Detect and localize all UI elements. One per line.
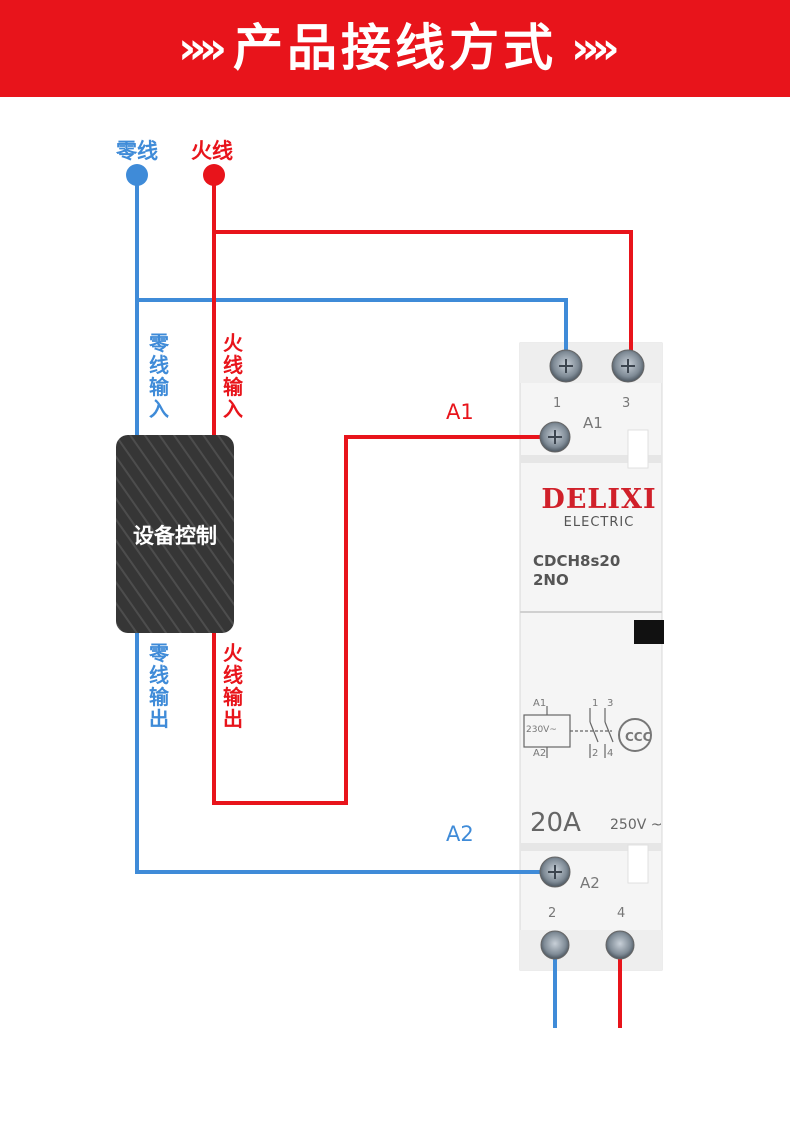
banner-title: »»产品接线方式»» [0,0,790,97]
contact-schematic: CCC [523,706,652,758]
schematic-2: 2 [592,748,599,759]
chevron-right-icon: »» [178,23,227,74]
banner-title-text: 产品接线方式 [233,19,557,77]
current-rating: 20A [530,808,581,838]
terminal-a2-label: A2 [580,874,600,892]
a1-wire-label: A1 [446,400,474,424]
terminal-4-label: 4 [617,906,626,921]
neutral-label: 零线 [116,139,158,163]
brand-logo: DELIXI [541,484,657,515]
model-line-1: CDCH8s20 [533,552,621,570]
schematic-a1: A1 [533,698,547,709]
schematic-1: 1 [592,698,599,709]
indicator-window [634,620,664,644]
live-label: 火线 [191,139,233,163]
live-wires [212,175,633,1028]
schematic-voltage: 230V~ [526,725,557,735]
terminal-screws [539,349,645,960]
model-number: CDCH8s20 2NO [533,552,620,590]
device-control-box [116,435,234,633]
terminal-a1-label: A1 [583,414,603,432]
model-line-2: 2NO [533,571,569,589]
neutral-input-label: 零线输入 [149,331,169,421]
brand-subtitle: ELECTRIC [563,515,635,530]
a2-wire-label: A2 [446,822,474,846]
schematic-3: 3 [607,698,614,709]
title-banner [0,0,790,97]
terminal-3-label: 3 [622,396,631,411]
schematic-a2: A2 [533,748,547,759]
live-output-label: 火线输出 [223,641,243,731]
device-control-label: 设备控制 [133,524,217,548]
live-input-label: 火线输入 [223,331,243,421]
terminal-2-label: 2 [548,906,557,921]
schematic-4: 4 [607,748,614,759]
voltage-rating: 250V ~ [610,817,663,833]
live-source-dot [203,164,225,186]
neutral-output-label: 零线输出 [149,641,169,731]
neutral-source-dot [126,164,148,186]
chevron-right-icon: »» [571,23,620,74]
terminal-1-label: 1 [553,396,562,411]
neutral-wires [135,175,568,1028]
ccc-mark: CCC [625,730,652,744]
